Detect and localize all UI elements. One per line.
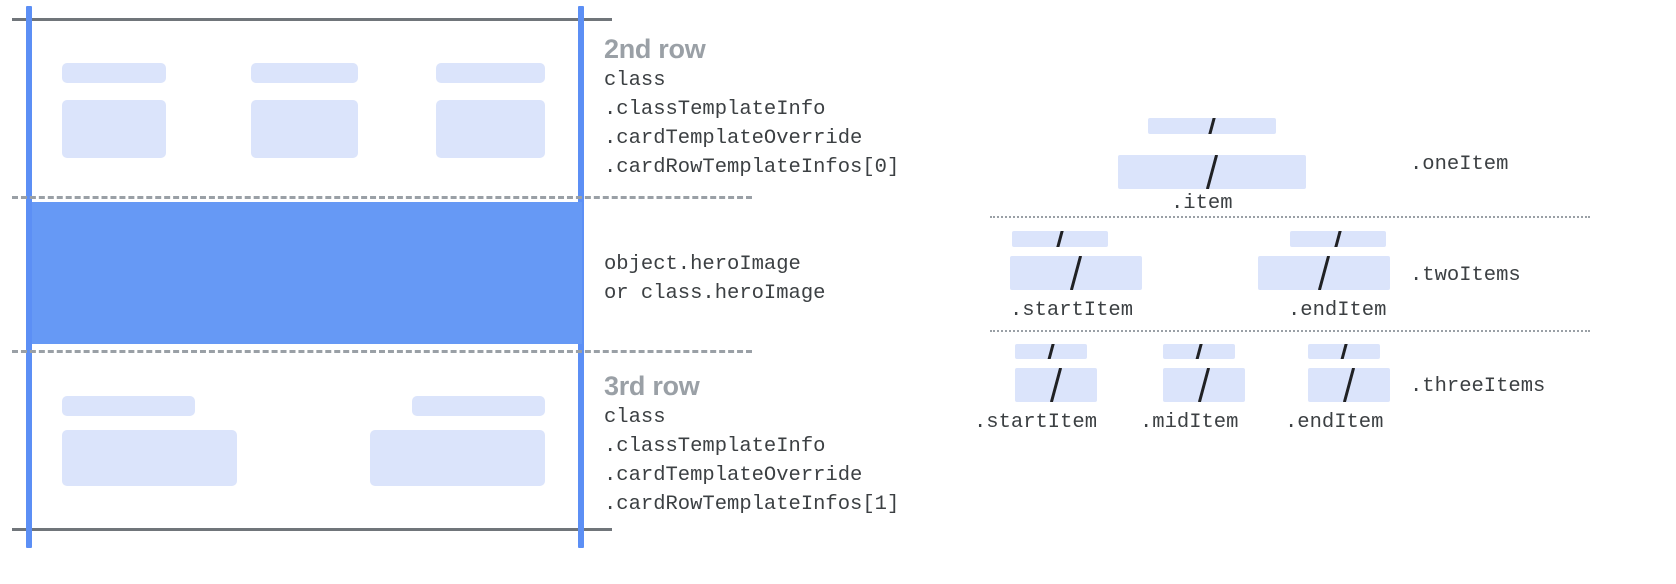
row2-title: 2nd row	[604, 34, 706, 64]
row2-col1-value-placeholder	[62, 100, 166, 158]
one-item-sub-label: .item	[1171, 192, 1233, 215]
two-items-end-label-slot	[1290, 231, 1386, 247]
two-items-group-label: .twoItems	[1410, 264, 1521, 287]
two-items-end-sub-label: .endItem	[1288, 299, 1387, 322]
card-bottom-edge	[12, 528, 612, 531]
three-items-mid-label-slot	[1163, 344, 1235, 359]
three-items-start-sub-label: .startItem	[974, 411, 1098, 434]
slash-icon	[1342, 368, 1356, 402]
three-items-mid-sub-label: .midItem	[1140, 411, 1239, 434]
row3-code-line-4: .cardRowTemplateInfos[1]	[604, 493, 900, 516]
row3-annotation: 3rd row class .classTemplateInfo .cardTe…	[604, 369, 899, 519]
row2-code-line-4: .cardRowTemplateInfos[0]	[604, 156, 900, 179]
row2-annotation: 2nd row class .classTemplateInfo .cardTe…	[604, 32, 899, 182]
slash-icon	[1205, 155, 1219, 189]
row2-col1-label-placeholder	[62, 63, 166, 83]
row2-code-line-1: class	[604, 69, 666, 92]
three-items-start-value-slot	[1015, 368, 1097, 402]
hero-code-line-1: object.heroImage	[604, 253, 801, 276]
row3-col2-label-placeholder	[412, 396, 545, 416]
row3-col1-value-placeholder	[62, 430, 237, 486]
card-top-edge	[12, 18, 612, 21]
three-items-start-label-slot	[1015, 344, 1087, 359]
slash-icon	[1046, 344, 1056, 359]
row2-col3-label-placeholder	[436, 63, 545, 83]
two-items-start-label-slot	[1012, 231, 1108, 247]
slash-icon	[1197, 368, 1211, 402]
card-left-guide	[26, 6, 32, 548]
three-items-mid-value-slot	[1163, 368, 1245, 402]
row3-code-line-1: class	[604, 406, 666, 429]
one-item-value-slot	[1118, 155, 1306, 189]
row2-code-line-2: .classTemplateInfo	[604, 98, 826, 121]
slash-icon	[1317, 256, 1331, 290]
slash-icon	[1055, 231, 1065, 247]
slash-icon	[1194, 344, 1204, 359]
variant-separator-2	[990, 330, 1590, 332]
two-items-end-value-slot	[1258, 256, 1390, 290]
slash-icon	[1207, 118, 1217, 134]
row-item-variants-diagram: .item .oneItem .startItem .endItem .twoI…	[960, 0, 1676, 584]
slash-icon	[1339, 344, 1349, 359]
row2-col2-value-placeholder	[251, 100, 358, 158]
two-items-start-sub-label: .startItem	[1010, 299, 1134, 322]
row3-code-line-3: .cardTemplateOverride	[604, 464, 863, 487]
slash-icon	[1333, 231, 1343, 247]
one-item-group-label: .oneItem	[1410, 153, 1509, 176]
three-items-end-label-slot	[1308, 344, 1380, 359]
row2-col2-label-placeholder	[251, 63, 358, 83]
row-separator-1	[12, 196, 752, 199]
three-items-group-label: .threeItems	[1410, 375, 1546, 398]
row-separator-2	[12, 350, 752, 353]
row3-col1-label-placeholder	[62, 396, 195, 416]
one-item-label-slot	[1148, 118, 1276, 134]
hero-code-line-2: or class.heroImage	[604, 282, 826, 305]
variant-separator-1	[990, 216, 1590, 218]
slash-icon	[1069, 256, 1083, 290]
row2-col3-value-placeholder	[436, 100, 545, 158]
row3-title: 3rd row	[604, 371, 700, 401]
three-items-end-sub-label: .endItem	[1285, 411, 1384, 434]
row2-code-line-3: .cardTemplateOverride	[604, 127, 863, 150]
three-items-end-value-slot	[1308, 368, 1390, 402]
slash-icon	[1049, 368, 1063, 402]
hero-annotation: object.heroImage or class.heroImage	[604, 250, 825, 308]
card-layout-diagram: 2nd row class .classTemplateInfo .cardTe…	[12, 6, 899, 548]
row3-code-line-2: .classTemplateInfo	[604, 435, 826, 458]
row3-col2-value-placeholder	[370, 430, 545, 486]
hero-image-band	[32, 202, 582, 344]
two-items-start-value-slot	[1010, 256, 1142, 290]
